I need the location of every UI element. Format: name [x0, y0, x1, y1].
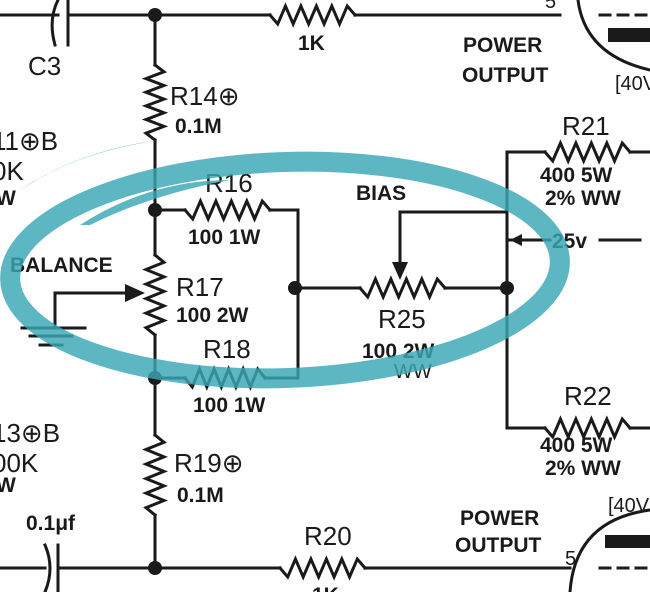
- label-power-output-bottom-2: OUTPUT: [455, 534, 542, 557]
- tube-top-cathode: [608, 28, 650, 42]
- label-r21-tolerance: 2% WW: [545, 187, 621, 210]
- label-r22-tolerance: 2% WW: [545, 457, 621, 480]
- label-r16-value: 100 1W: [188, 226, 261, 249]
- label-r22: R22: [564, 381, 612, 411]
- label-balance: BALANCE: [10, 254, 113, 277]
- label-r11-value: 0K: [0, 156, 24, 186]
- junction-node: [500, 281, 514, 295]
- label-r25: R25: [378, 304, 426, 334]
- resistor-r14: [141, 62, 169, 143]
- junction-node: [148, 561, 162, 575]
- label-r14-value: 0.1M: [175, 115, 222, 138]
- label-r20-value: 1K: [312, 584, 339, 592]
- label-power-output-top-1: POWER: [463, 34, 542, 57]
- junction-node: [148, 8, 162, 22]
- junction-node: [288, 281, 302, 295]
- label-r17: R17: [176, 272, 224, 302]
- label-r13-value: 00K: [0, 448, 39, 478]
- label-r17-value: 100 2W: [176, 304, 249, 327]
- label-pin-bottom: 5: [565, 548, 576, 570]
- highlight-circle: [0, 140, 570, 389]
- resistor-r25: [357, 275, 448, 301]
- tube-bottom-cathode: [605, 535, 650, 548]
- label-r18-value: 100 1W: [193, 394, 266, 417]
- label-r19: R19⊕: [174, 448, 243, 478]
- label-c3: C3: [28, 51, 61, 81]
- label-r19-value: 0.1M: [177, 484, 224, 507]
- label-bias: BIAS: [356, 182, 406, 205]
- label-cap-bottom: 0.1μf: [26, 512, 76, 535]
- junction-node: [148, 203, 162, 217]
- resistor-top-1k: [267, 2, 358, 28]
- label-r14: R14⊕: [170, 81, 239, 111]
- label-power-output-bottom-1: POWER: [460, 507, 539, 530]
- label-tube-top: [40V: [615, 73, 650, 95]
- label-tube-bottom: [40V: [608, 495, 650, 517]
- bias-wiper-arrow: [392, 262, 408, 280]
- label-power-output-top-2: OUTPUT: [462, 64, 549, 87]
- capacitor-bottom: [43, 543, 60, 592]
- resistor-r19: [141, 432, 169, 518]
- resistor-r20: [277, 555, 368, 581]
- resistor-r16: [182, 197, 273, 223]
- tube-top: [576, 0, 650, 72]
- label-r-top: 1K: [298, 32, 325, 55]
- label-r13: 13⊕B: [0, 418, 60, 448]
- balance-wiper-arrow: [125, 284, 145, 302]
- resistor-r21: [542, 139, 633, 165]
- label-r18: R18: [203, 334, 251, 364]
- label-r11: 11⊕B: [0, 126, 58, 156]
- capacitor-c3: [50, 0, 70, 47]
- resistor-r17: [141, 252, 169, 338]
- label-r21-value: 400 5W: [540, 164, 613, 187]
- label-r21: R21: [562, 111, 610, 141]
- label-r13-w: W: [0, 474, 16, 497]
- label-r11-w: W: [0, 187, 16, 210]
- voltage-arrow: [510, 234, 522, 246]
- label-r20: R20: [304, 521, 352, 551]
- resistor-r22: [542, 415, 633, 441]
- label-pin-top: 5: [545, 0, 556, 13]
- label-r22-value: 400 5W: [540, 434, 613, 457]
- tube-bottom: [568, 508, 650, 592]
